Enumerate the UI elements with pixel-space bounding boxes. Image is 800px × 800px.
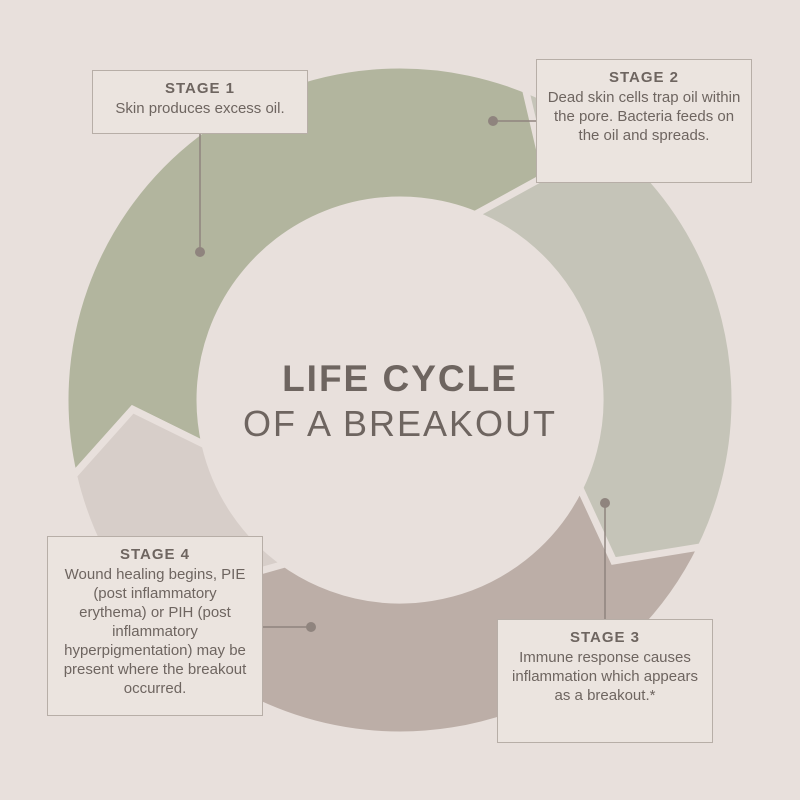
stage-4-dot (306, 622, 316, 632)
stage-1-dot (195, 247, 205, 257)
stage-4-name: STAGE 4 (119, 546, 191, 563)
stage-3-box: STAGE 3 Immune response causes inflammat… (497, 619, 713, 743)
stage-3-description: Immune response causes inflammation whic… (512, 649, 698, 704)
stage-4-description: Wound healing begins, PIE (post inflamma… (63, 566, 247, 697)
stage-2-dot (488, 116, 498, 126)
stage-3-dot (600, 498, 610, 508)
diagram-title: LIFE CYCLE OF A BREAKOUT (215, 357, 585, 447)
center-circle (216, 216, 584, 584)
stage-1-name: STAGE 1 (164, 80, 236, 97)
stage-2-box: STAGE 2 Dead skin cells trap oil within … (536, 59, 752, 183)
stage-1-description: Skin produces excess oil. (115, 100, 285, 117)
title-line-1: LIFE CYCLE (282, 358, 518, 399)
stage-1-segment (61, 61, 573, 483)
stage-1-box: STAGE 1 Skin produces excess oil. (92, 70, 308, 134)
stage-2-name: STAGE 2 (608, 69, 680, 86)
stage-4-box: STAGE 4 Wound healing begins, PIE (post … (47, 536, 263, 716)
title-line-2: OF A BREAKOUT (242, 403, 558, 444)
stage-2-description: Dead skin cells trap oil within the pore… (547, 89, 741, 144)
stage-3-name: STAGE 3 (569, 629, 641, 646)
